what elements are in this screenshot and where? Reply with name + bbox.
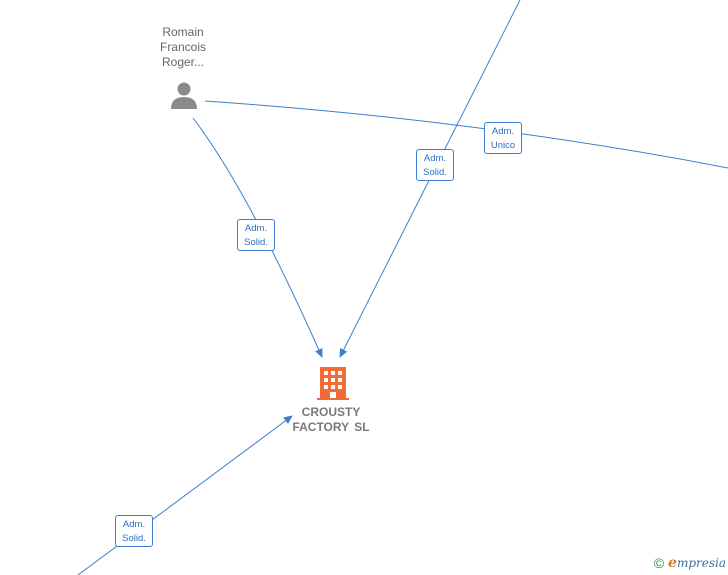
- edge-label-line: Adm.: [491, 126, 515, 137]
- person-name[interactable]: Romain Francois Roger...: [140, 25, 226, 70]
- company-name-line: FACTORY SL: [292, 420, 370, 434]
- edge-label-line: Adm.: [122, 519, 146, 530]
- edge-bottom-to-company: [77, 415, 293, 575]
- edge-person-to-company: [192, 117, 323, 358]
- edge-label-line: Unico: [490, 140, 516, 151]
- edge-label-line: Solid.: [423, 167, 447, 178]
- edge-person-to-right: [204, 100, 728, 169]
- company-name[interactable]: CROUSTY FACTORY SL: [280, 405, 382, 435]
- person-name-line: Romain: [162, 25, 204, 39]
- person-name-line: Francois: [159, 40, 206, 54]
- person-icon[interactable]: [171, 82, 197, 110]
- edge-label-line: Adm.: [423, 153, 447, 164]
- edge-label-line: Adm.: [244, 223, 268, 234]
- edge-label-bottom-company[interactable]: Adm. Solid.: [115, 515, 153, 547]
- brand-name: empresia: [668, 555, 726, 571]
- building-icon[interactable]: [317, 367, 349, 400]
- edge-label-line: Solid.: [122, 533, 146, 544]
- brand-logo: © empresia: [654, 554, 726, 572]
- person-name-line: Roger...: [161, 55, 205, 69]
- edge-label-top-company[interactable]: Adm. Solid.: [416, 149, 454, 181]
- copyright-icon: ©: [653, 555, 665, 571]
- company-name-line: CROUSTY: [301, 405, 361, 419]
- edge-label-person-company[interactable]: Adm. Solid.: [237, 219, 275, 251]
- edge-label-line: Solid.: [244, 237, 268, 248]
- brand-initial: e: [668, 555, 677, 571]
- brand-rest: mpresia: [676, 556, 726, 570]
- edge-label-person-right[interactable]: Adm. Unico: [484, 122, 522, 154]
